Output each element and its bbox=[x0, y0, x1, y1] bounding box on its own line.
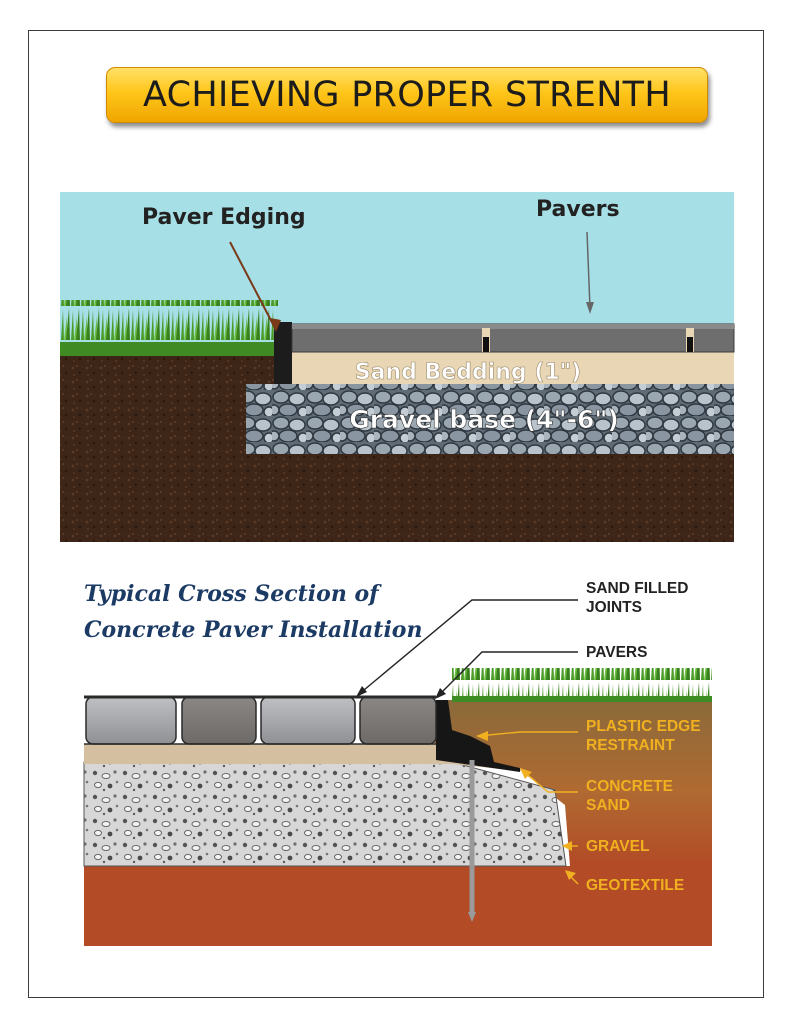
pavers-pointer-arrowhead bbox=[586, 302, 594, 314]
gravel-layer bbox=[83, 761, 567, 867]
cross-section-title-line1: Typical Cross Section of bbox=[84, 581, 379, 607]
paver-joint-fill bbox=[483, 337, 489, 352]
title-banner: ACHIEVING PROPER STRENTH bbox=[106, 67, 708, 123]
paver-joint-fill bbox=[687, 337, 693, 352]
page-title: ACHIEVING PROPER STRENTH bbox=[143, 75, 671, 115]
grass-base-strip bbox=[452, 696, 712, 702]
callout-geotextile: GEOTEXTILE bbox=[586, 877, 685, 894]
native-soil bbox=[434, 700, 712, 866]
paver-block bbox=[260, 696, 356, 745]
cross-section-title-line2: Concrete Paver Installation bbox=[84, 617, 423, 643]
callout-plastic-edge-restraint: PLASTIC EDGE RESTRAINT bbox=[586, 718, 701, 754]
grass-base bbox=[60, 342, 278, 356]
callout-pavers: PAVERS bbox=[586, 644, 648, 661]
diagram-photo-cross-section: Sand Bedding (1") Gravel base (4"-6") bbox=[60, 192, 735, 542]
concrete-sand-pointer-arrowhead bbox=[520, 768, 532, 779]
gravel-base-label: Gravel base (4"-6") bbox=[349, 405, 619, 434]
plastic-edge-restraint bbox=[436, 700, 520, 772]
paver-block bbox=[181, 696, 257, 745]
paver-edging-strip bbox=[274, 322, 292, 384]
callout-sand-filled-joints: SAND FILLED JOINTS bbox=[586, 580, 689, 616]
edge-spike-tip bbox=[468, 912, 476, 922]
edge-restraint-pointer bbox=[477, 731, 578, 737]
pavers-callout-pointer bbox=[436, 651, 578, 698]
gravel-pointer-arrowhead bbox=[562, 841, 572, 851]
sand-bedding-layer bbox=[292, 352, 734, 384]
callout-gravel: GRAVEL bbox=[586, 838, 650, 855]
edging-pointer bbox=[229, 241, 277, 331]
concrete-sand-layer bbox=[84, 744, 530, 772]
pavers-callout-pointer-arrowhead bbox=[435, 688, 446, 699]
geotextile-subsoil bbox=[84, 866, 712, 946]
callout-concrete-sand: CONCRETE SAND bbox=[586, 778, 673, 814]
concrete-sand-pointer bbox=[521, 769, 578, 793]
sand-bedding-label: Sand Bedding (1") bbox=[355, 360, 581, 385]
edging-pointer-arrowhead bbox=[270, 318, 281, 332]
joints-pointer-arrowhead bbox=[356, 686, 367, 697]
paver-edging-label: Paver Edging bbox=[142, 205, 306, 230]
paver-top-highlight bbox=[292, 324, 734, 329]
diagram-illustrated-cross-section bbox=[83, 599, 712, 946]
page-border bbox=[28, 30, 764, 998]
gravel-base-layer bbox=[246, 384, 734, 454]
grass-illustration bbox=[452, 668, 712, 700]
edge-restraint-pointer-arrowhead bbox=[476, 731, 488, 741]
paver-block bbox=[85, 696, 177, 745]
pavers-label: Pavers bbox=[536, 197, 620, 222]
joints-pointer bbox=[357, 599, 578, 696]
pavers-pointer bbox=[586, 231, 591, 309]
geotextile-pointer-arrowhead bbox=[565, 870, 576, 880]
paver-block bbox=[359, 696, 437, 745]
